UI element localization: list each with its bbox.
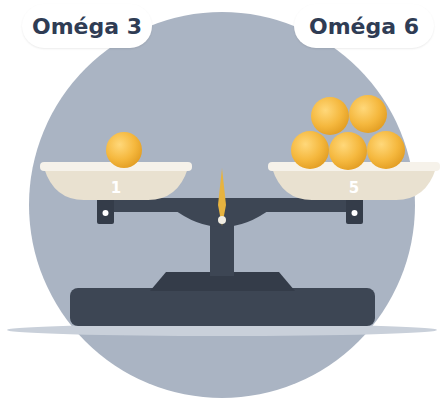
hanger-pin — [103, 210, 109, 216]
label-text: Oméga 3 — [32, 14, 142, 39]
pan-number: 1 — [111, 179, 121, 197]
omega-ball — [367, 131, 405, 169]
pan-rim — [40, 162, 192, 171]
scale-base — [70, 288, 375, 326]
left-hanger — [97, 196, 114, 224]
label-bubble: Oméga 6 — [294, 4, 434, 48]
omega-ball — [329, 132, 367, 170]
pan-bowl — [272, 168, 436, 200]
omega-ball — [106, 132, 142, 168]
hanger-pin — [352, 210, 358, 216]
omega-ball — [291, 131, 329, 169]
pan-rim — [268, 162, 440, 171]
background-circle — [29, 12, 415, 398]
right-hanger — [346, 196, 363, 224]
label-bubble: Oméga 3 — [22, 4, 152, 48]
balance-needle — [218, 168, 226, 226]
pan-number: 5 — [349, 179, 359, 197]
label-text: Oméga 6 — [309, 14, 419, 39]
pivot-pin — [218, 216, 226, 224]
omega-ball — [311, 97, 349, 135]
pan-bowl — [44, 168, 188, 200]
scale-pan: 5 — [268, 160, 440, 202]
omega-ball — [349, 95, 387, 133]
scale-pan: 1 — [40, 160, 192, 202]
